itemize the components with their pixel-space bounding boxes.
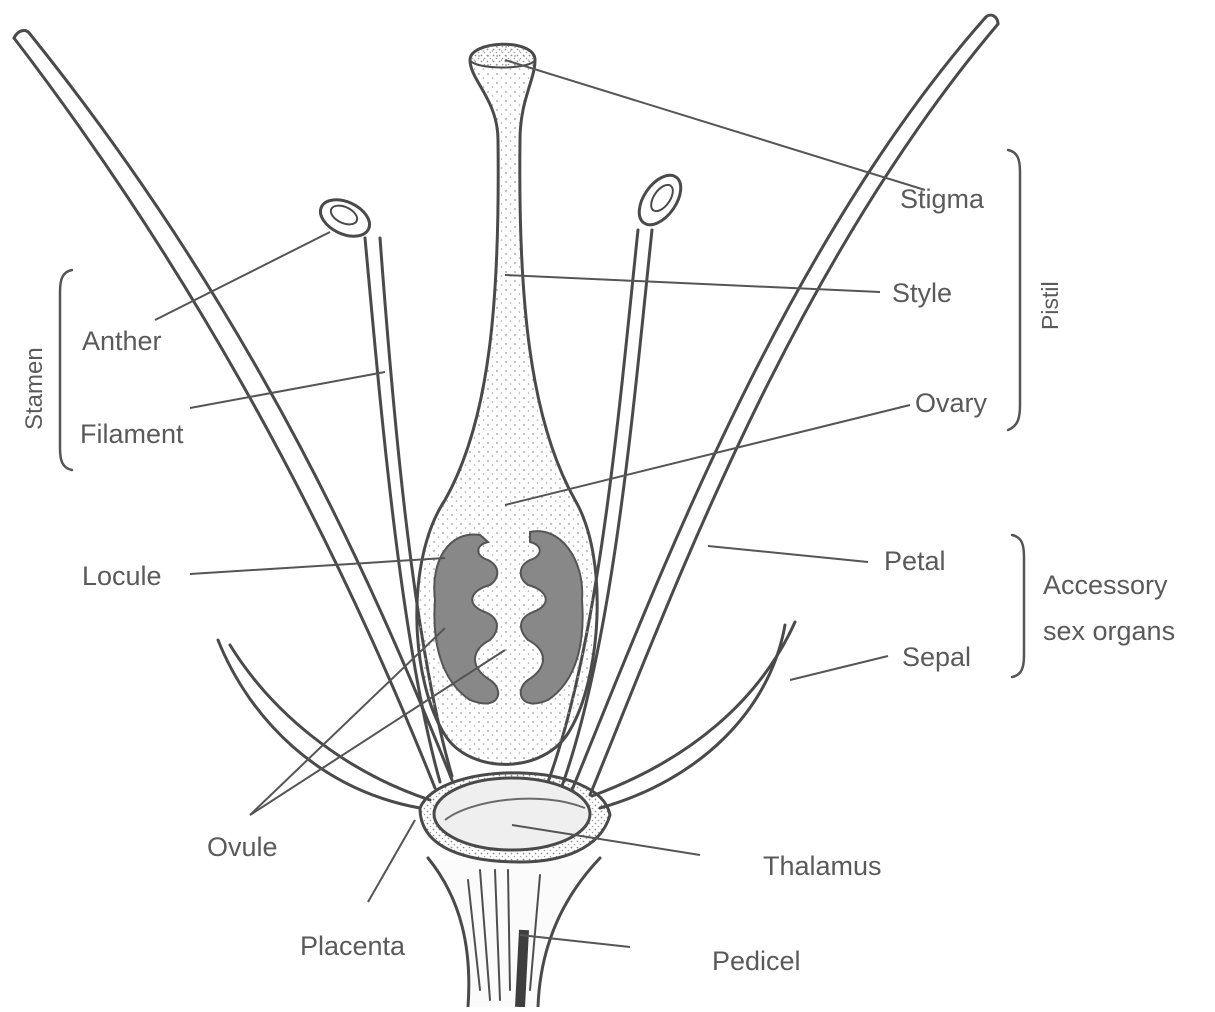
label-stamen: Stamen	[21, 347, 48, 430]
label-locule: Locule	[82, 561, 162, 591]
label-anther: Anther	[82, 326, 162, 356]
label-style: Style	[892, 278, 952, 308]
label-petal: Petal	[884, 546, 946, 576]
label-placenta: Placenta	[300, 931, 406, 961]
leader-ovule-1	[250, 628, 445, 815]
leader-petal	[708, 546, 868, 562]
leader-ovary	[505, 405, 910, 505]
sepal-left	[218, 640, 430, 808]
label-sepal: Sepal	[902, 642, 971, 672]
leader-stigma	[505, 60, 925, 190]
bracket-accessory	[1012, 535, 1024, 677]
label-pistil: Pistil	[1037, 281, 1063, 330]
leader-placenta	[368, 820, 415, 902]
thalamus-shape	[420, 773, 610, 862]
label-stigma: Stigma	[900, 184, 985, 214]
bracket-stamen	[60, 270, 72, 470]
label-accessory-line2: sex organs	[1043, 616, 1175, 646]
leader-locule	[190, 558, 445, 574]
label-ovule: Ovule	[207, 832, 278, 862]
label-accessory-line1: Accessory	[1043, 570, 1168, 600]
label-filament: Filament	[80, 419, 184, 449]
label-ovary: Ovary	[915, 388, 988, 418]
leader-filament	[190, 372, 385, 408]
label-thalamus: Thalamus	[763, 851, 882, 881]
pedicel-shape	[428, 858, 600, 1007]
leader-sepal	[790, 656, 888, 680]
label-pedicel: Pedicel	[712, 946, 801, 976]
bracket-pistil	[1008, 150, 1020, 430]
